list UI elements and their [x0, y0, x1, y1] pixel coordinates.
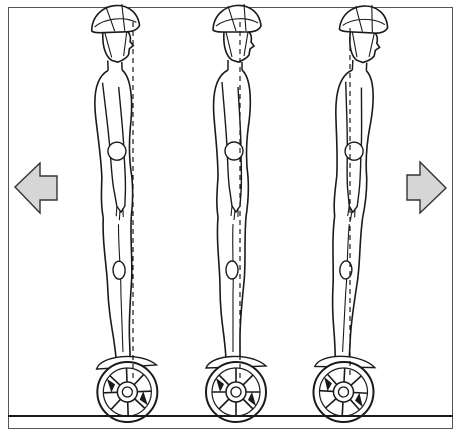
rider-lean-back	[84, 3, 159, 423]
rider-upright	[206, 4, 266, 422]
rider-lean-forward	[312, 3, 394, 424]
arrow-right-icon	[407, 162, 446, 213]
arrow-left-icon	[15, 163, 57, 213]
